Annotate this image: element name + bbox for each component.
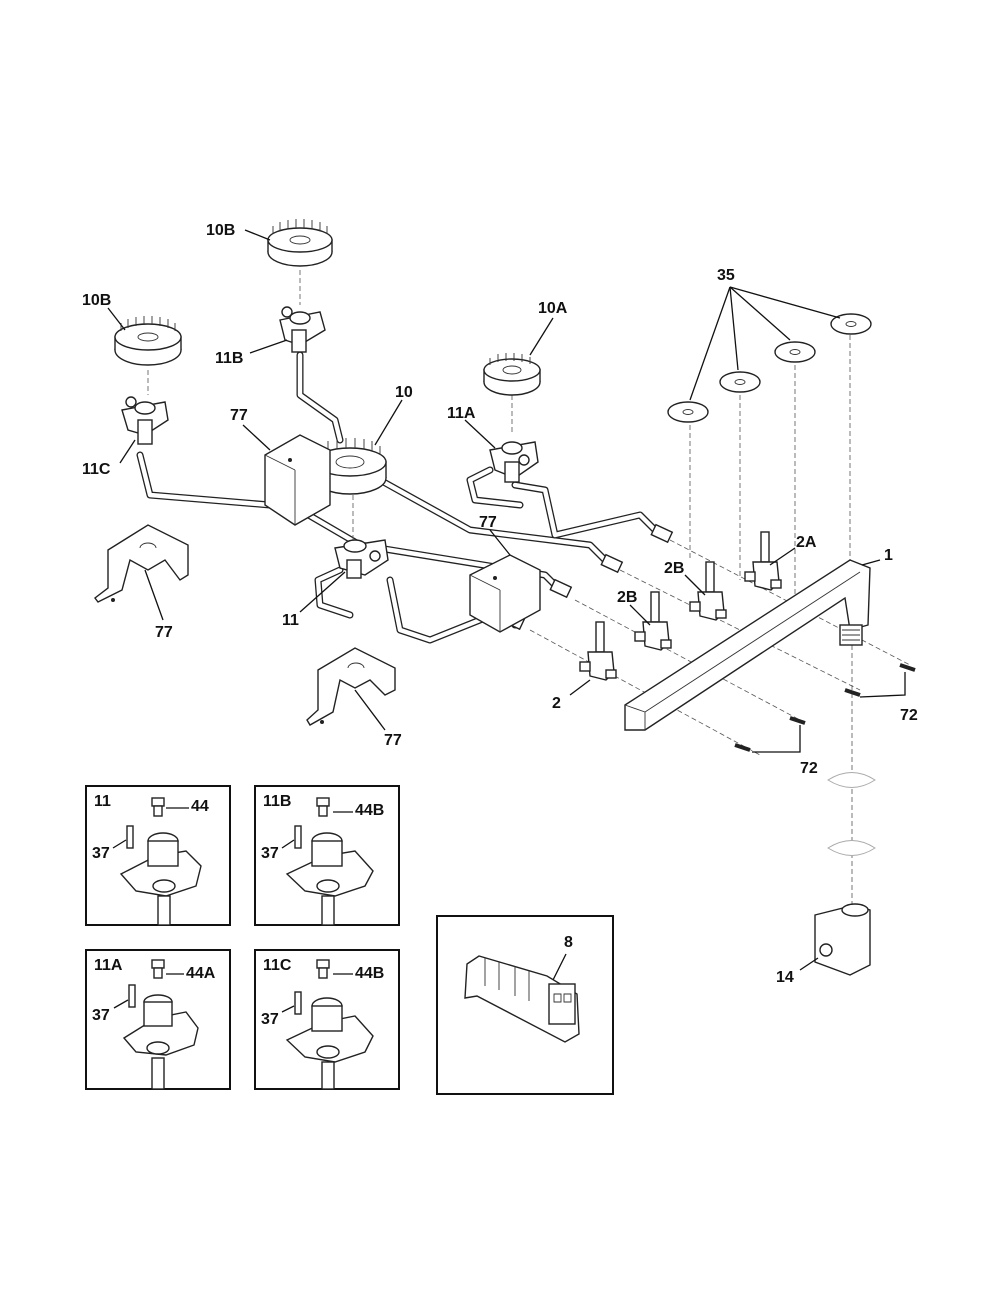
- spark-module-label: 8: [564, 934, 573, 951]
- label-1: 1: [884, 547, 893, 564]
- label-72-b: 72: [800, 760, 818, 777]
- knob-seals-35: [667, 313, 872, 423]
- burner-10: [313, 438, 387, 495]
- label-72-a: 72: [900, 707, 918, 724]
- valve-2B-b: [689, 561, 727, 621]
- orifice-label: 44: [191, 798, 209, 815]
- detail-box-spark-module-8: 8: [436, 915, 614, 1095]
- valve-2: [579, 621, 617, 681]
- burner-head-11B: [279, 306, 326, 353]
- orifice-label: 44B: [355, 802, 384, 819]
- burner-head-11: [334, 539, 389, 579]
- screw-label: 37: [261, 845, 279, 862]
- detail-box-11C: 11C 44B 37: [254, 949, 400, 1090]
- label-77-a: 77: [230, 407, 248, 424]
- detail-title: 11A: [94, 957, 123, 974]
- detail-box-11: 11 44 37: [85, 785, 231, 926]
- detail-box-11B: 11B 44B 37: [254, 785, 400, 926]
- burner-head-11C: [121, 396, 169, 445]
- orifice-label: 44A: [186, 965, 216, 982]
- burner-head-11A: [489, 441, 539, 483]
- detail-title: 11: [94, 793, 111, 810]
- label-10A: 10A: [538, 300, 568, 317]
- label-2A: 2A: [796, 534, 817, 551]
- leader-lines: [107, 229, 906, 971]
- label-35: 35: [717, 267, 735, 284]
- bracket-77-b: [94, 524, 189, 603]
- tube-fittings: [502, 523, 674, 631]
- screw-label: 37: [92, 1007, 110, 1024]
- manifold-1: [624, 559, 871, 731]
- label-2B-b: 2B: [664, 560, 684, 577]
- screw-label: 37: [261, 1011, 279, 1028]
- valve-2B-a: [634, 591, 672, 651]
- detail-title: 11B: [263, 793, 291, 810]
- label-2: 2: [552, 695, 561, 712]
- label-11: 11: [282, 612, 299, 629]
- label-10B-left: 10B: [82, 292, 111, 309]
- label-11A: 11A: [447, 405, 476, 422]
- screw-label: 37: [92, 845, 110, 862]
- label-77-d: 77: [384, 732, 402, 749]
- burner-10B-top: [267, 219, 333, 267]
- burner-10A: [483, 353, 541, 396]
- valve-2A: [744, 531, 782, 591]
- label-10: 10: [395, 384, 413, 401]
- gaskets: [827, 772, 876, 856]
- bracket-77-d: [306, 647, 396, 726]
- label-10B-top: 10B: [206, 222, 235, 239]
- detail-box-11A: 11A 44A 37: [85, 949, 231, 1090]
- regulator-14: [814, 903, 871, 976]
- orifice-label: 44B: [355, 965, 384, 982]
- callout-labels: 10B 10B 11B 11C 10A 10 11A 77 77 77 11 7…: [82, 222, 918, 986]
- detail-title: 11C: [263, 957, 292, 974]
- label-11C: 11C: [82, 461, 111, 478]
- burner-10B-left: [114, 316, 182, 366]
- label-77-c: 77: [479, 514, 497, 531]
- label-77-b: 77: [155, 624, 173, 641]
- bracket-77-a: [264, 434, 331, 526]
- label-2B-a: 2B: [617, 589, 637, 606]
- screws-72: [734, 663, 916, 752]
- label-11B: 11B: [215, 350, 243, 367]
- label-14: 14: [776, 969, 794, 986]
